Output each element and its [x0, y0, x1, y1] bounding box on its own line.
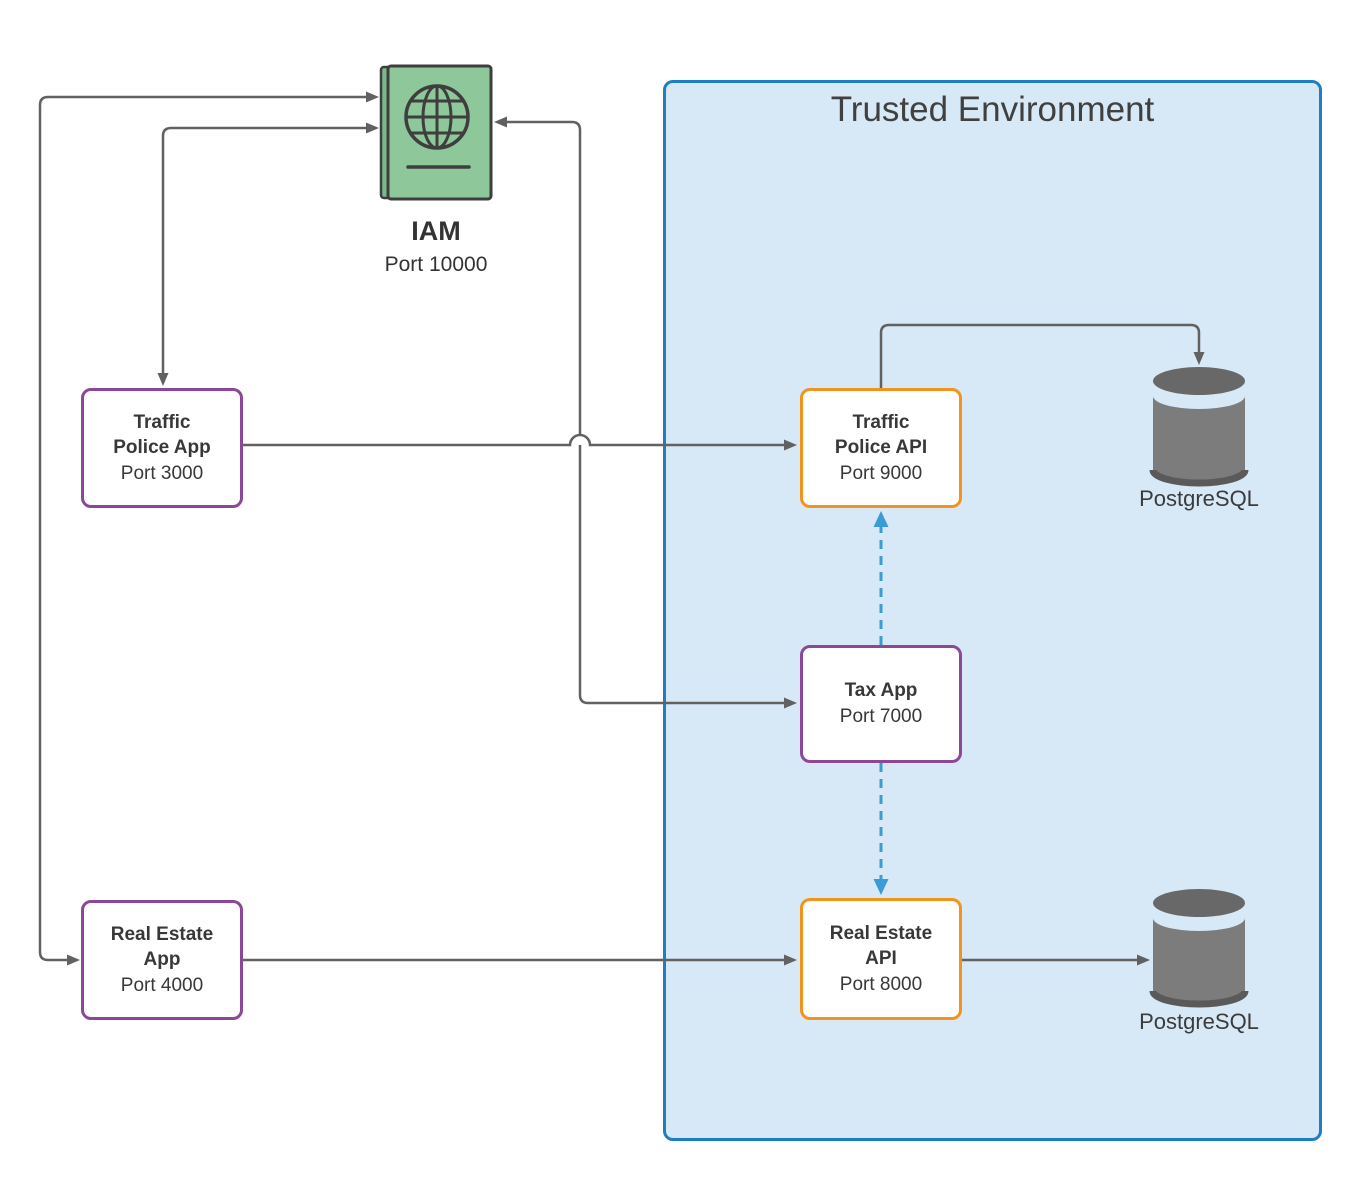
- iam-label: IAM Port 10000: [336, 216, 536, 277]
- real-estate-app-node: Real Estate App Port 4000: [81, 900, 243, 1020]
- edge-tax-app-to-traffic-police-api: [873, 511, 889, 645]
- traffic-police-app-title: Traffic Police App: [113, 411, 211, 459]
- edge-iam-traffic-police-app: [157, 122, 379, 386]
- postgres-bottom-label: PostgreSQL: [1139, 1009, 1259, 1034]
- database-icon: [1149, 367, 1249, 487]
- edge-tax-app-to-real-estate-api: [873, 763, 889, 895]
- real-estate-api-title: Real Estate API: [829, 922, 933, 970]
- traffic-police-app-node: Traffic Police App Port 3000: [81, 388, 243, 508]
- real-estate-app-title: Real Estate App: [110, 923, 214, 971]
- postgres-top-label: PostgreSQL: [1139, 486, 1259, 511]
- edge-iam-real-estate-app: [38, 91, 379, 966]
- edge-iam-tax-app: [494, 116, 797, 709]
- real-estate-api-node: Real Estate API Port 8000: [800, 898, 962, 1020]
- passport-icon: [379, 64, 493, 201]
- real-estate-app-port: Port 4000: [120, 974, 204, 996]
- trusted-environment-title: Trusted Environment: [830, 90, 1155, 129]
- tax-app-node: Tax App Port 7000: [800, 645, 962, 763]
- traffic-police-app-port: Port 3000: [120, 462, 204, 484]
- edge-traffic-police-api-to-postgres: [879, 323, 1205, 388]
- database-icon: [1149, 889, 1249, 1008]
- edge-traffic-police-app-to-api: [243, 433, 797, 451]
- edge-real-estate-api-to-postgres: [962, 954, 1150, 966]
- iam-port: Port 10000: [384, 253, 488, 276]
- tax-app-title: Tax App: [844, 680, 918, 702]
- tax-app-port: Port 7000: [839, 706, 923, 727]
- iam-title: IAM: [411, 216, 461, 246]
- traffic-police-api-title: Traffic Police API: [834, 411, 928, 459]
- traffic-police-api-node: Traffic Police API Port 9000: [800, 388, 962, 508]
- real-estate-api-port: Port 8000: [839, 973, 923, 995]
- edge-real-estate-app-to-api: [243, 954, 797, 966]
- traffic-police-api-port: Port 9000: [839, 462, 923, 484]
